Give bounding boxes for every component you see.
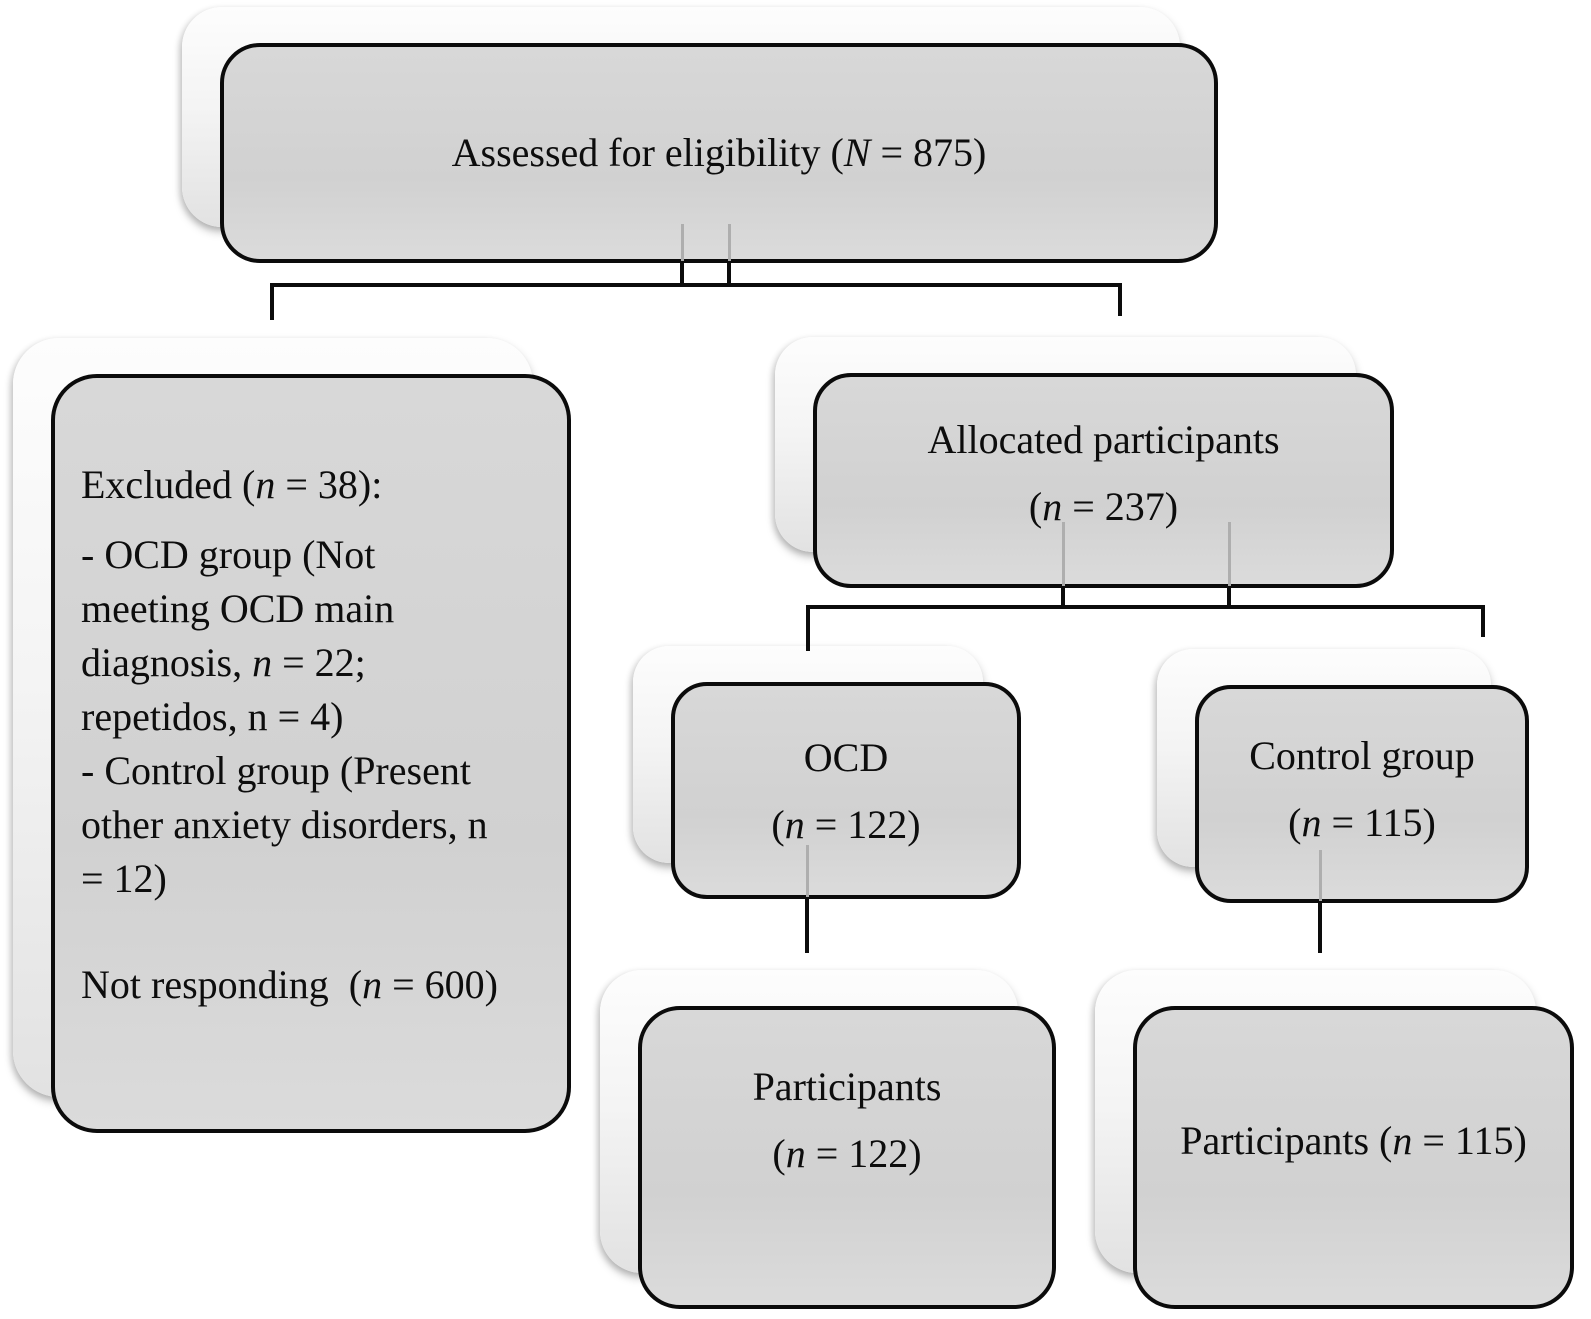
connector-row1-horizontal (270, 283, 1122, 287)
connector-drop-to-excluded (270, 283, 274, 320)
control-participants-label: Participants (n = 115) (1180, 1117, 1527, 1163)
ocd-participants-label: Participants (752, 1063, 942, 1109)
connector-control-to-participants (1318, 901, 1322, 953)
assessed-label: Assessed for eligibility (N = 875) (451, 130, 987, 175)
excluded-box: Excluded (n = 38): - OCD group (Not meet… (51, 374, 571, 1133)
control-count: (n = 115) (1288, 800, 1436, 845)
connector-assessed-stub-right (727, 261, 731, 287)
control-box: Control group (n = 115) (1195, 685, 1529, 903)
connector-allocated-stub-left (1061, 586, 1065, 609)
excluded-ocd-line1: - OCD group (Not (81, 532, 376, 577)
faint-line-ocd (806, 845, 809, 897)
faint-line-assessed-left (681, 224, 684, 261)
assessed-box: Assessed for eligibility (N = 875) (220, 43, 1218, 263)
connector-ocd-to-participants (805, 897, 809, 953)
excluded-ocd-line3: diagnosis, n = 22; (81, 640, 366, 685)
control-participants-box: Participants (n = 115) (1133, 1006, 1574, 1309)
connector-drop-to-ocd (806, 605, 810, 651)
allocated-label: Allocated participants (927, 416, 1280, 462)
excluded-heading: Excluded (n = 38): (81, 462, 383, 507)
allocated-box: Allocated participants (n = 237) (813, 373, 1394, 588)
connector-allocated-stub-right (1227, 586, 1231, 609)
faint-line-allocated-right (1228, 522, 1231, 586)
excluded-control-line3: = 12) (81, 856, 167, 901)
excluded-ocd-line2: meeting OCD main (81, 586, 395, 631)
ocd-count: (n = 122) (771, 801, 921, 847)
faint-line-allocated-left (1062, 522, 1065, 586)
allocated-count: (n = 237) (1028, 483, 1179, 529)
excluded-control-line1: - Control group (Present (81, 748, 471, 793)
ocd-label: OCD (803, 734, 889, 780)
control-label: Control group (1249, 733, 1475, 778)
connector-assessed-stub-left (680, 261, 684, 287)
excluded-control-line2: other anxiety disorders, n (81, 802, 488, 847)
connector-row2-horizontal (806, 605, 1485, 609)
faint-line-control (1319, 850, 1322, 901)
ocd-participants-count: (n = 122) (772, 1130, 922, 1176)
connector-drop-to-allocated (1118, 283, 1122, 316)
excluded-notresponding: Not responding (n = 600) (81, 962, 498, 1007)
excluded-ocd-line4: repetidos, n = 4) (81, 694, 344, 739)
connector-drop-to-control (1481, 605, 1485, 637)
ocd-participants-box: Participants (n = 122) (638, 1006, 1056, 1309)
faint-line-assessed-right (728, 224, 731, 261)
ocd-box: OCD (n = 122) (671, 682, 1021, 899)
